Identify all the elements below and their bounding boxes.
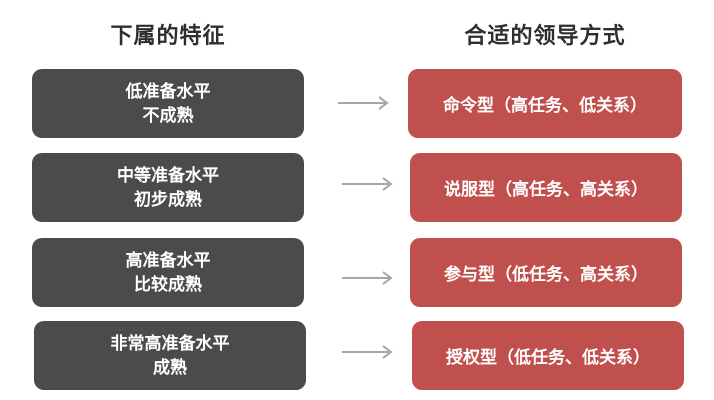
trait-line-2: 成熟 bbox=[153, 357, 187, 378]
leadership-style-header: 合适的领导方式 bbox=[464, 24, 626, 49]
trait-line-2: 初步成熟 bbox=[134, 189, 202, 210]
trait-line-1: 高准备水平 bbox=[125, 250, 211, 271]
arrow-icon bbox=[342, 271, 393, 285]
trait-line-1: 非常高准备水平 bbox=[110, 333, 230, 354]
trait-box-1: 低准备水平 不成熟 bbox=[32, 69, 304, 138]
trait-box-4: 非常高准备水平 成熟 bbox=[34, 321, 306, 390]
trait-line-2: 比较成熟 bbox=[134, 274, 202, 295]
style-label: 参与型（低任务、高关系） bbox=[444, 265, 648, 285]
subordinate-characteristics-header: 下属的特征 bbox=[110, 24, 226, 49]
style-box-3: 参与型（低任务、高关系） bbox=[410, 238, 682, 307]
style-box-1: 命令型（高任务、低关系） bbox=[408, 69, 682, 138]
trait-line-2: 不成熟 bbox=[142, 105, 194, 126]
arrow-icon bbox=[342, 177, 393, 191]
arrow-icon bbox=[338, 96, 389, 110]
style-label: 说服型（高任务、高关系） bbox=[444, 180, 648, 200]
style-label: 授权型（低任务、低关系） bbox=[446, 348, 650, 368]
trait-line-1: 低准备水平 bbox=[125, 81, 211, 102]
trait-box-2: 中等准备水平 初步成熟 bbox=[32, 153, 304, 222]
style-label: 命令型（高任务、低关系） bbox=[443, 96, 647, 116]
trait-line-1: 中等准备水平 bbox=[117, 165, 219, 186]
style-box-4: 授权型（低任务、低关系） bbox=[412, 321, 684, 390]
trait-box-3: 高准备水平 比较成熟 bbox=[32, 238, 304, 307]
style-box-2: 说服型（高任务、高关系） bbox=[410, 153, 682, 222]
arrow-icon bbox=[342, 345, 393, 359]
